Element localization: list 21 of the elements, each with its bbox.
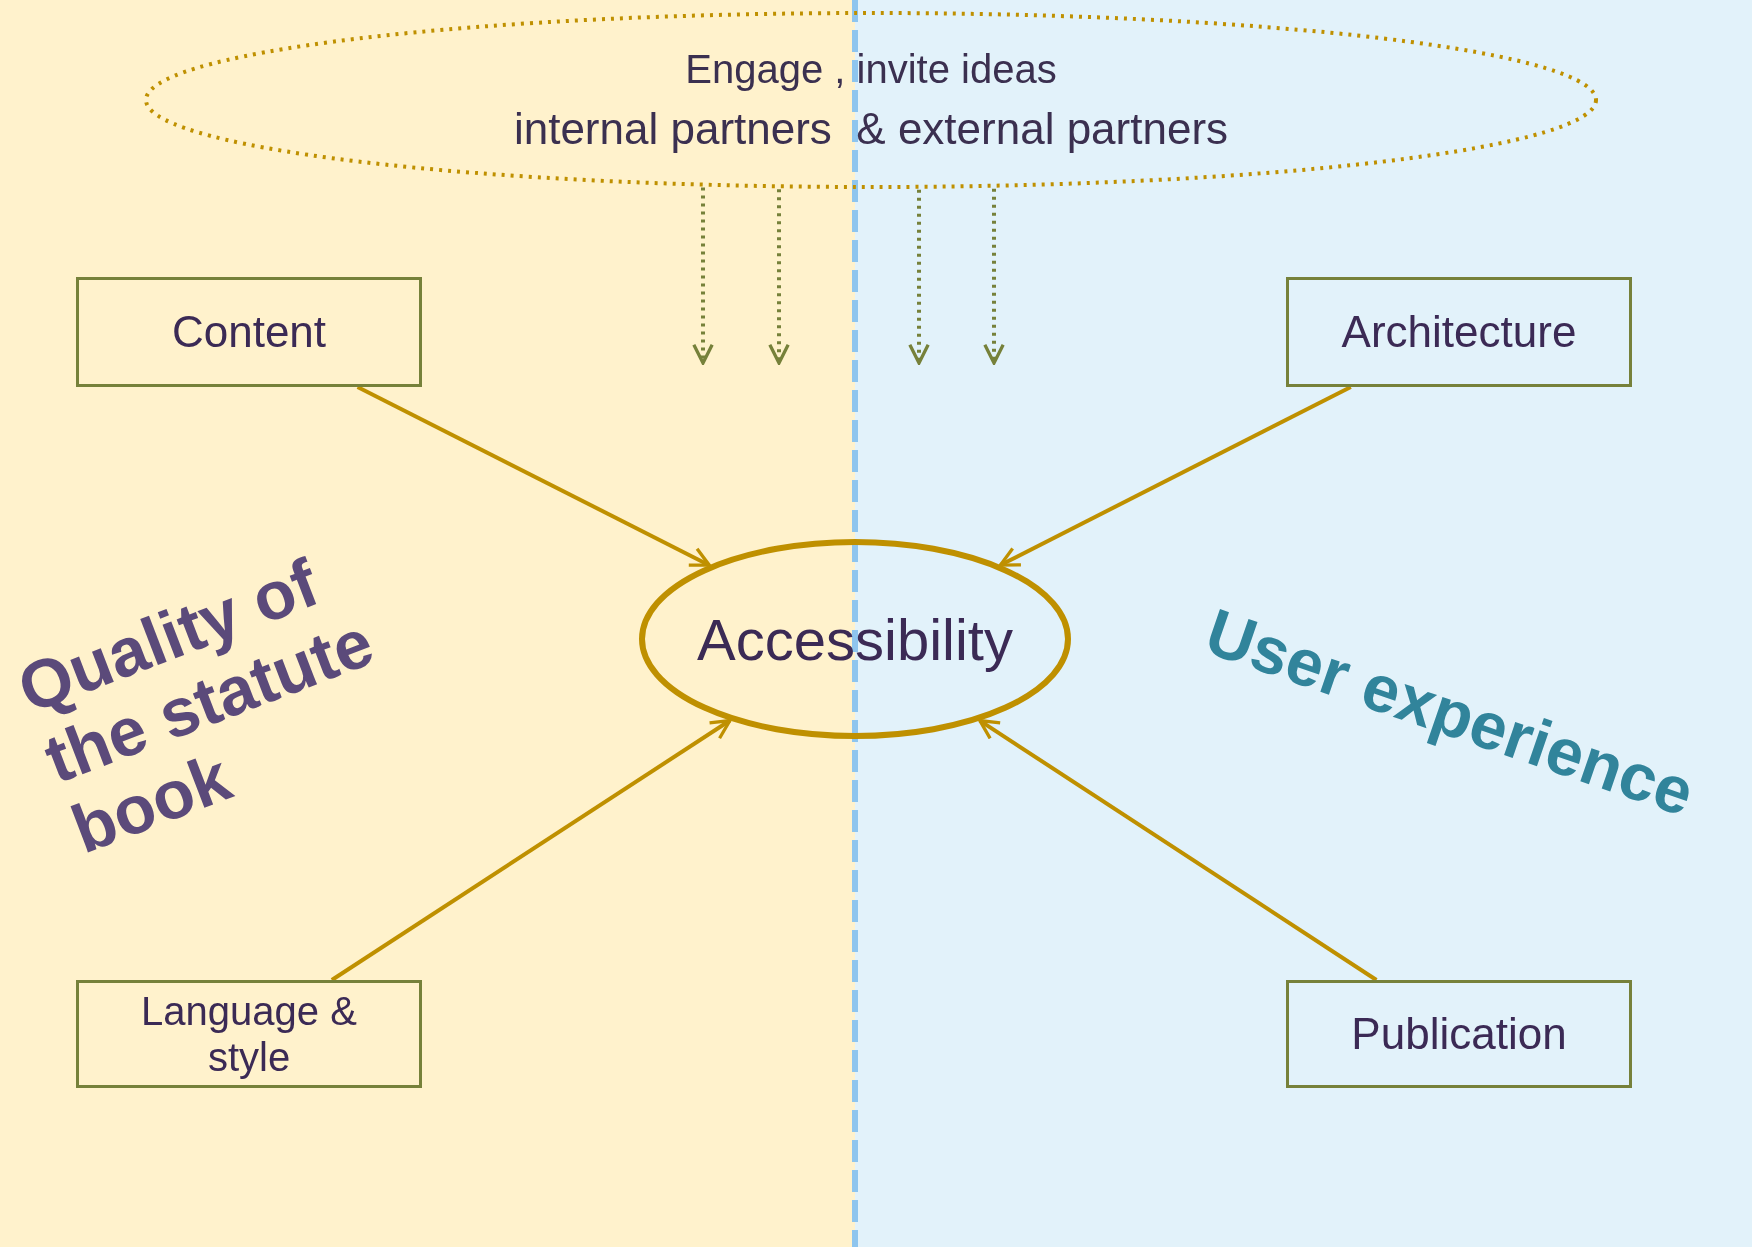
dotted-ellipse — [143, 10, 1599, 190]
node-text: Engage , invite ideas — [685, 46, 1057, 92]
arrow — [330, 718, 732, 982]
arrow — [768, 189, 790, 365]
label-box — [76, 277, 422, 387]
label-box — [76, 980, 422, 1088]
node-text: Content — [171, 307, 327, 357]
arrow — [908, 189, 930, 365]
arrow — [692, 187, 714, 365]
arrow — [356, 385, 711, 567]
node-text: Accessibility — [697, 605, 1013, 673]
arrow — [983, 188, 1005, 365]
arrow — [998, 385, 1352, 567]
label-box — [1286, 277, 1632, 387]
node-text: Architecture — [1341, 307, 1577, 357]
label-box — [1286, 980, 1632, 1088]
ellipse-node — [639, 539, 1071, 739]
node-text: internal partners & external partners — [513, 103, 1229, 154]
arrow — [978, 718, 1378, 982]
node-text: Publication — [1351, 1009, 1567, 1059]
node-text: Language & style — [140, 988, 358, 1080]
